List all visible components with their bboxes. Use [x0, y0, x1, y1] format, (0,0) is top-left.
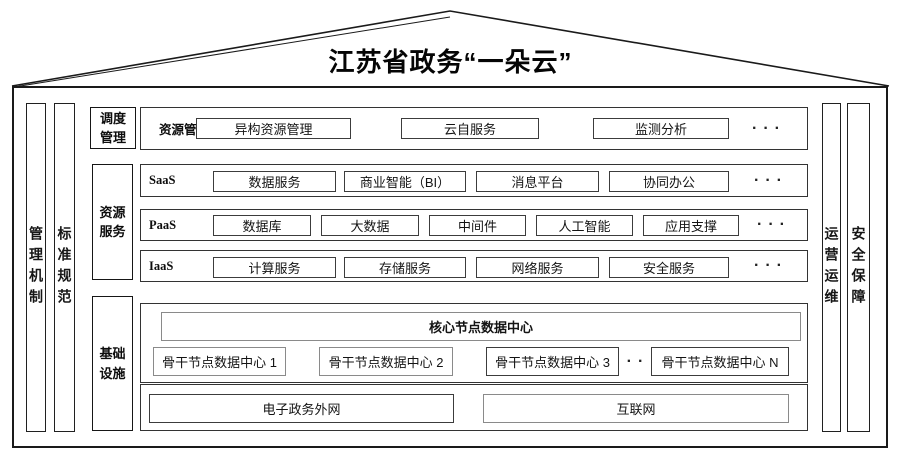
box-monitoring-analysis: 监测分析: [593, 118, 729, 139]
ellipsis: ···: [757, 216, 791, 233]
box-application-support: 应用支撑: [643, 215, 739, 236]
section-networks: 电子政务外网 互联网: [140, 384, 808, 431]
pillar-label: 运营运维: [823, 225, 840, 310]
box-data-service: 数据服务: [213, 171, 336, 192]
box-network-service: 网络服务: [476, 257, 599, 278]
box-big-data: 大数据: [321, 215, 419, 236]
box-internet: 互联网: [483, 394, 789, 423]
box-heterogeneous-resource-mgmt: 异构资源管理: [196, 118, 351, 139]
pillar-label: 安全保障: [850, 225, 867, 310]
ellipsis: ··: [626, 352, 650, 370]
box-backbone-datacenter-2: 骨干节点数据中心 2: [319, 347, 453, 376]
box-message-platform: 消息平台: [476, 171, 599, 192]
section-datacenters: 核心节点数据中心 骨干节点数据中心 1 骨干节点数据中心 2 骨干节点数据中心 …: [140, 303, 808, 383]
box-compute-service: 计算服务: [213, 257, 336, 278]
box-middleware: 中间件: [429, 215, 526, 236]
layer-label-scheduling: 调度 管理: [90, 107, 136, 149]
section-saas: SaaS 数据服务 商业智能（BI） 消息平台 协同办公 ···: [140, 164, 808, 197]
ellipsis: ···: [754, 257, 788, 274]
roof-outline: [11, 10, 890, 88]
pillar-label: 管理机制: [28, 225, 44, 310]
ellipsis: ···: [754, 171, 788, 189]
pillar-management-mechanism: 管理机制: [26, 103, 46, 432]
section-scheduling: 资源管理 异构资源管理 云自服务 监测分析 ···: [140, 107, 808, 150]
box-storage-service: 存储服务: [344, 257, 466, 278]
box-backbone-datacenter-3: 骨干节点数据中心 3: [486, 347, 619, 376]
box-core-node-datacenter: 核心节点数据中心: [161, 312, 801, 341]
section-iaas: IaaS 计算服务 存储服务 网络服务 安全服务 ···: [140, 250, 808, 282]
ellipsis: ···: [752, 119, 786, 137]
pillar-security: 安全保障: [847, 103, 870, 432]
pillar-standards: 标准规范: [54, 103, 75, 432]
box-security-service: 安全服务: [609, 257, 729, 278]
box-database: 数据库: [213, 215, 311, 236]
box-backbone-datacenter-1: 骨干节点数据中心 1: [153, 347, 286, 376]
box-cloud-self-service: 云自服务: [401, 118, 539, 139]
diagram-title: 江苏省政务“一朵云”: [328, 47, 573, 77]
tier-label-iaas: IaaS: [149, 258, 174, 273]
pillar-label: 标准规范: [56, 225, 73, 310]
section-paas: PaaS 数据库 大数据 中间件 人工智能 应用支撑 ···: [140, 209, 808, 241]
box-backbone-datacenter-n: 骨干节点数据中心 N: [651, 347, 789, 376]
box-business-intelligence: 商业智能（BI）: [344, 171, 466, 192]
tier-label-saas: SaaS: [149, 173, 176, 187]
tier-label-paas: PaaS: [149, 217, 177, 232]
box-collaborative-office: 协同办公: [609, 171, 729, 192]
box-artificial-intelligence: 人工智能: [536, 215, 633, 236]
layer-label-services: 资源 服务: [92, 164, 133, 280]
pillar-operations: 运营运维: [822, 103, 841, 432]
layer-label-infrastructure: 基础 设施: [92, 296, 133, 431]
box-egov-extranet: 电子政务外网: [149, 394, 454, 423]
